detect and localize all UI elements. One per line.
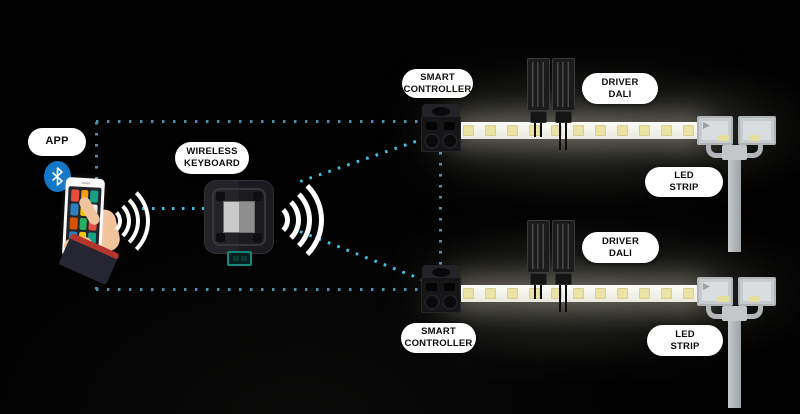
led-chip [506,288,518,299]
label-pill-driver-dali-top: DRIVER DALI [582,73,658,104]
led-chip [682,288,694,299]
smart-controller-device-top [421,104,461,152]
led-chip [594,125,606,136]
driver-dali-label: DRIVER DALI [601,235,640,259]
led-strip-top [457,122,699,139]
led-chip [660,125,672,136]
fixture-head [697,277,733,306]
fixture-head [738,277,776,306]
led-strip-bottom [457,285,699,302]
bluetooth-glyph [52,167,63,186]
led-chip [638,288,650,299]
fixture-arm [745,142,763,158]
led-chip [638,125,650,136]
led-strip-label: LED STRIP [670,328,700,352]
led-chip [484,288,496,299]
led-strip-label: LED STRIP [669,170,699,193]
label-pill-smart-controller-bottom: SMART CONTROLLER [401,323,476,353]
led-chip [616,125,628,136]
led-chip [550,288,562,299]
led-chip [572,125,584,136]
led-chip [594,288,606,299]
led-chip [616,288,628,299]
dotted-link-top [96,120,426,123]
dotted-link-controllers [439,152,442,267]
fixture-mount [722,145,747,160]
led-chip [682,125,694,136]
label-pill-led-strip-top: LED STRIP [645,167,723,197]
led-chip [462,288,474,299]
fixture-arm [706,303,724,319]
smart-controller-device-bottom [421,265,461,313]
wireless-keyboard-label: WIRELESS KEYBOARD [184,146,240,169]
led-chip [660,288,672,299]
dotted-link-phone-keyboard [142,207,206,210]
led-chip [462,125,474,136]
dotted-link-keyboard-controller-top [299,136,428,183]
fixture-pole [728,317,741,408]
label-pill-app: APP [28,128,86,156]
label-pill-smart-controller-top: SMART CONTROLLER [402,69,473,98]
fixture-pole [728,156,741,252]
label-pill-wireless-keyboard: WIRELESS KEYBOARD [175,142,249,174]
label-pill-led-strip-bottom: LED STRIP [647,325,723,356]
fixture-arm [706,142,724,158]
led-chip [506,125,518,136]
dotted-link-bottom [96,288,426,291]
smart-controller-label: SMART CONTROLLER [403,71,472,95]
fixture-mount [722,306,747,321]
app-label: APP [45,135,69,148]
fixture-head [697,116,733,145]
led-chip [484,125,496,136]
smart-controller-label: SMART CONTROLLER [404,326,473,349]
led-chip [572,288,584,299]
label-pill-driver-dali-bottom: DRIVER DALI [582,232,659,263]
led-chip [550,125,562,136]
driver-dali-label: DRIVER DALI [601,76,639,100]
fixture-arm [745,303,763,319]
fixture-head [738,116,776,145]
